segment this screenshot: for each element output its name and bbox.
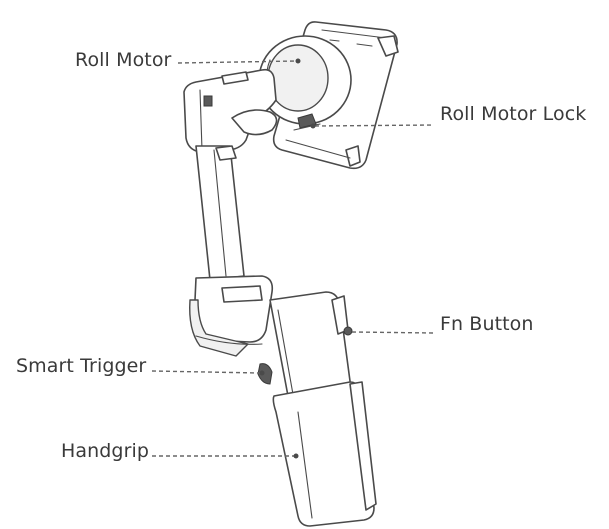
smart-trigger bbox=[257, 363, 273, 385]
upper-arm-joint bbox=[183, 68, 278, 153]
leader-roll-motor-lock bbox=[314, 124, 435, 127]
label-roll-motor-lock: Roll Motor Lock bbox=[440, 103, 587, 125]
leader-dot-handgrip bbox=[293, 453, 299, 459]
leader-dot-roll-motor-lock bbox=[310, 123, 316, 129]
label-fn-button: Fn Button bbox=[440, 313, 534, 335]
label-handgrip: Handgrip bbox=[61, 440, 150, 462]
leader-dot-smart-trigger bbox=[259, 370, 265, 376]
leader-lines bbox=[151, 58, 435, 459]
gimbal-body bbox=[189, 275, 274, 357]
leader-roll-motor bbox=[177, 60, 298, 64]
label-roll-motor: Roll Motor bbox=[75, 49, 172, 71]
handgrip bbox=[272, 381, 377, 527]
extension-arm bbox=[195, 145, 245, 281]
leader-dot-roll-motor bbox=[295, 58, 301, 64]
leader-fn-button bbox=[351, 331, 435, 334]
fn-button bbox=[343, 326, 353, 336]
label-smart-trigger: Smart Trigger bbox=[16, 355, 147, 377]
leader-smart-trigger bbox=[151, 370, 261, 374]
